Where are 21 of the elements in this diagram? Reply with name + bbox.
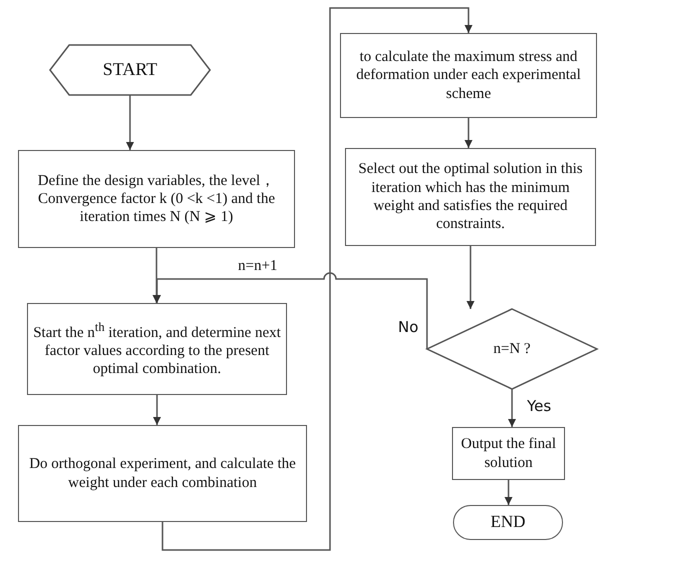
loop-label: n=n+1: [238, 258, 278, 275]
process-box: to calculate the maximum stress and deformation under each experimental scheme: [340, 33, 597, 118]
end-terminal: END: [453, 505, 563, 540]
edge-label: No: [398, 318, 418, 336]
process-box: Define the design variables, the level， Convergence factor k (0 <k <1) and the iteration times N (N ⩾ 1): [18, 150, 295, 248]
arrow: [508, 389, 516, 427]
edge-label: Yes: [527, 397, 552, 415]
arrow: [464, 118, 472, 148]
arrow: [162, 7, 472, 551]
process-box: Output the final solution: [452, 427, 565, 480]
process-box: Do orthogonal experiment, and calculate the weight under each combination: [18, 425, 307, 522]
arrow: [153, 395, 161, 425]
process-box: Select out the optimal solution in this iteration which has the minimum weight and satisfies the required constraints.: [345, 148, 596, 246]
arrow: [153, 272, 428, 349]
arrow: [466, 246, 474, 309]
arrow: [126, 95, 134, 150]
start-hexagon: START: [50, 45, 210, 95]
arrow: [504, 480, 512, 505]
process-box: Start the n$^{th}$ iteration, and determine next factor values according to the present optimal combination.: [27, 303, 287, 395]
arrow: [152, 248, 160, 303]
decision-diamond: n=N ?: [427, 309, 597, 389]
